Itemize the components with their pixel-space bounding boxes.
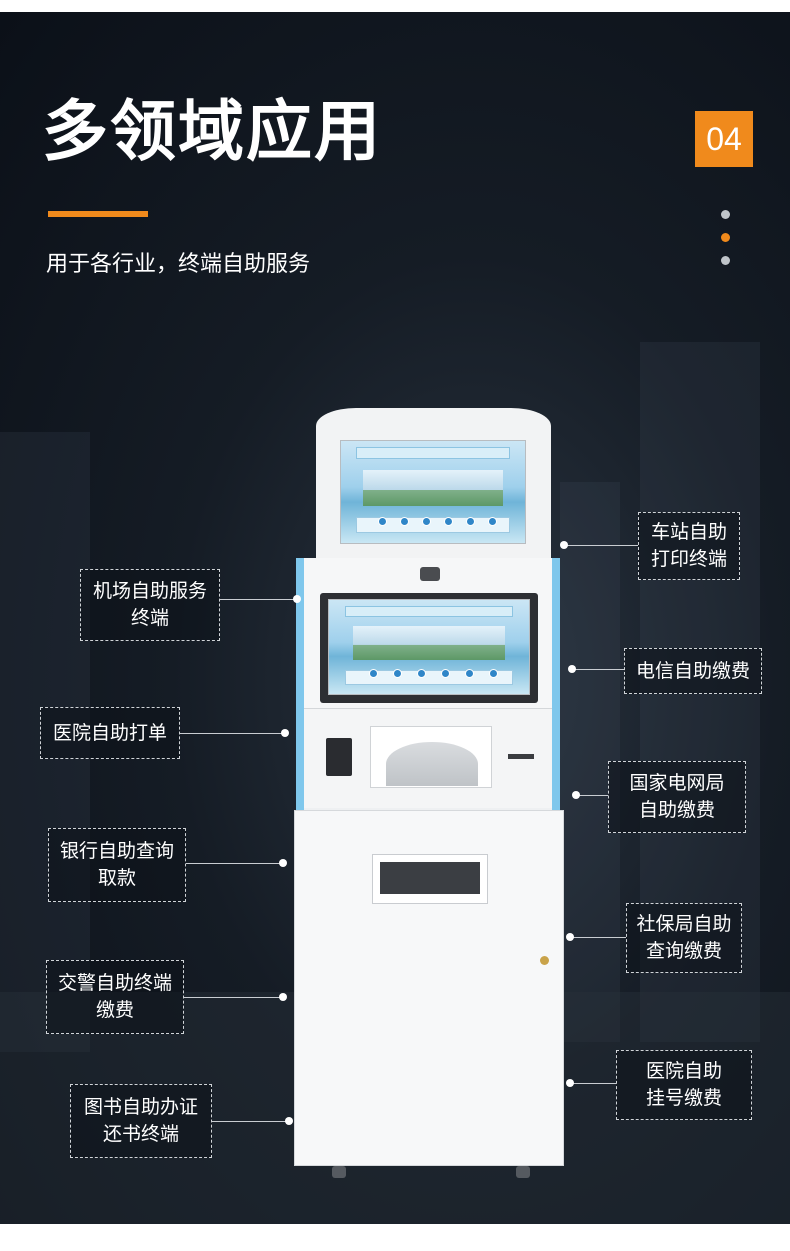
kiosk-top-panel [316,408,551,558]
leader-line [186,863,282,864]
leader-line [578,795,608,796]
label-line: 终端 [130,607,169,629]
pointer-dot [568,665,576,673]
application-label-state-grid: 国家电网局 自助缴费 [608,761,746,833]
label-line: 查询缴费 [645,940,722,962]
application-label-social-security: 社保局自助 查询缴费 [626,903,742,973]
application-label-library: 图书自助办证 还书终端 [70,1084,212,1158]
label-line: 银行自助查询 [59,840,174,862]
label-line: 交警自助终端 [57,972,172,994]
label-line: 车站自助 [650,521,727,543]
leader-line [184,997,282,998]
pointer-dot [566,1079,574,1087]
page-subtitle: 用于各行业，终端自助服务 [46,252,311,277]
application-label-telecom: 电信自助缴费 [624,648,762,694]
pointer-dot [566,933,574,941]
label-line: 图书自助办证 [83,1096,198,1118]
section-number-badge: 04 [695,111,753,167]
label-line: 机场自助服务 [92,580,207,602]
pointer-dot [572,791,580,799]
kiosk-main-screen [328,599,530,695]
wheel [332,1166,346,1178]
leader-line [566,545,638,546]
pagination-dot [721,210,730,219]
pointer-dot [281,729,289,737]
ticket-slot [508,754,534,759]
lock-icon [540,956,549,965]
pointer-dot [279,993,287,1001]
label-line: 医院自助打单 [52,721,167,744]
pointer-dot [279,859,287,867]
label-line: 取款 [97,867,136,889]
application-label-traffic-police: 交警自助终端 缴费 [46,960,184,1034]
leader-line [220,599,296,600]
leader-line [180,733,284,734]
cabinet-window-glass [380,862,480,894]
label-line: 自助缴费 [638,799,715,821]
label-line: 国家电网局 [629,772,725,794]
label-line: 电信自助缴费 [635,659,750,682]
application-label-station: 车站自助 打印终端 [638,512,740,580]
card-reader [326,738,352,776]
leader-line [574,669,624,670]
kiosk-main-screen-frame [320,593,538,703]
pagination-dot [721,256,730,265]
page-title: 多领域应用 [42,93,382,170]
application-label-airport: 机场自助服务 终端 [80,569,220,641]
printer-output [386,742,478,786]
leader-line [572,937,626,938]
pointer-dot [285,1117,293,1125]
leader-line [572,1083,616,1084]
application-label-hospital-print: 医院自助打单 [40,707,180,759]
pointer-dot [560,541,568,549]
camera-icon [420,567,440,581]
label-line: 还书终端 [102,1123,179,1145]
label-line: 打印终端 [650,548,727,570]
label-line: 挂号缴费 [645,1087,722,1109]
pagination-dot-active [721,233,730,242]
label-line: 医院自助 [645,1060,722,1082]
pointer-dot [293,595,301,603]
kiosk-top-screen [340,440,526,544]
wheel [516,1166,530,1178]
leader-line [212,1121,288,1122]
label-line: 社保局自助 [636,913,732,935]
label-line: 缴费 [95,999,134,1021]
application-label-bank: 银行自助查询 取款 [48,828,186,902]
application-label-hospital-registration: 医院自助 挂号缴费 [616,1050,752,1120]
title-underline [48,211,148,217]
